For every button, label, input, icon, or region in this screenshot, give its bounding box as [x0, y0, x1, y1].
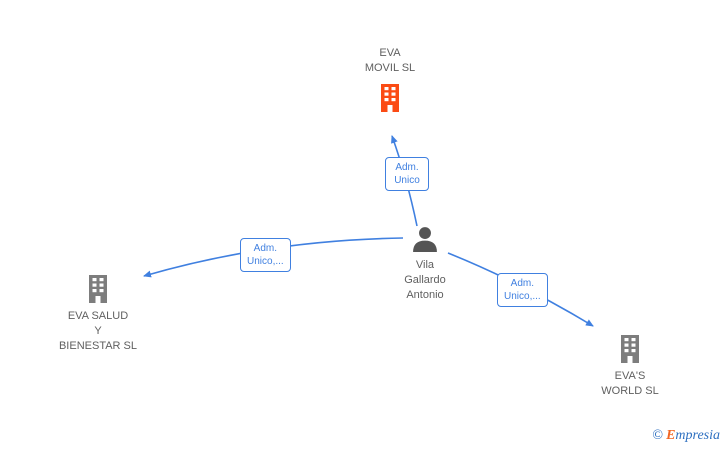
- company-name-eva-movil: EVA MOVIL SL: [364, 47, 416, 74]
- node-eva-movil[interactable]: EVA MOVIL SL: [340, 46, 440, 112]
- edge-label-movil: Adm. Unico: [385, 157, 429, 191]
- company-name-evas-world: EVA'S WORLD SL: [601, 370, 659, 397]
- brand-initial: E: [666, 428, 676, 443]
- node-person-vila-gallardo[interactable]: Vila Gallardo Antonio: [385, 226, 465, 303]
- person-icon: [413, 227, 437, 252]
- node-evas-world[interactable]: EVA'S WORLD SL: [580, 335, 680, 399]
- empresia-logo[interactable]: ©Empresia: [652, 428, 720, 444]
- edge-label-salud: Adm. Unico,...: [240, 238, 291, 272]
- node-eva-salud[interactable]: EVA SALUD Y BIENESTAR SL: [40, 275, 156, 354]
- person-name: Vila Gallardo Antonio: [404, 259, 446, 301]
- brand-text: mpresia: [675, 428, 720, 443]
- building-icon-evas-world: [621, 335, 639, 363]
- edge-label-world: Adm. Unico,...: [497, 273, 548, 307]
- building-icon-eva-salud: [89, 275, 107, 303]
- company-name-eva-salud: EVA SALUD Y BIENESTAR SL: [58, 310, 138, 352]
- copyright-symbol: ©: [652, 428, 664, 443]
- building-icon-eva-movil: [381, 84, 399, 112]
